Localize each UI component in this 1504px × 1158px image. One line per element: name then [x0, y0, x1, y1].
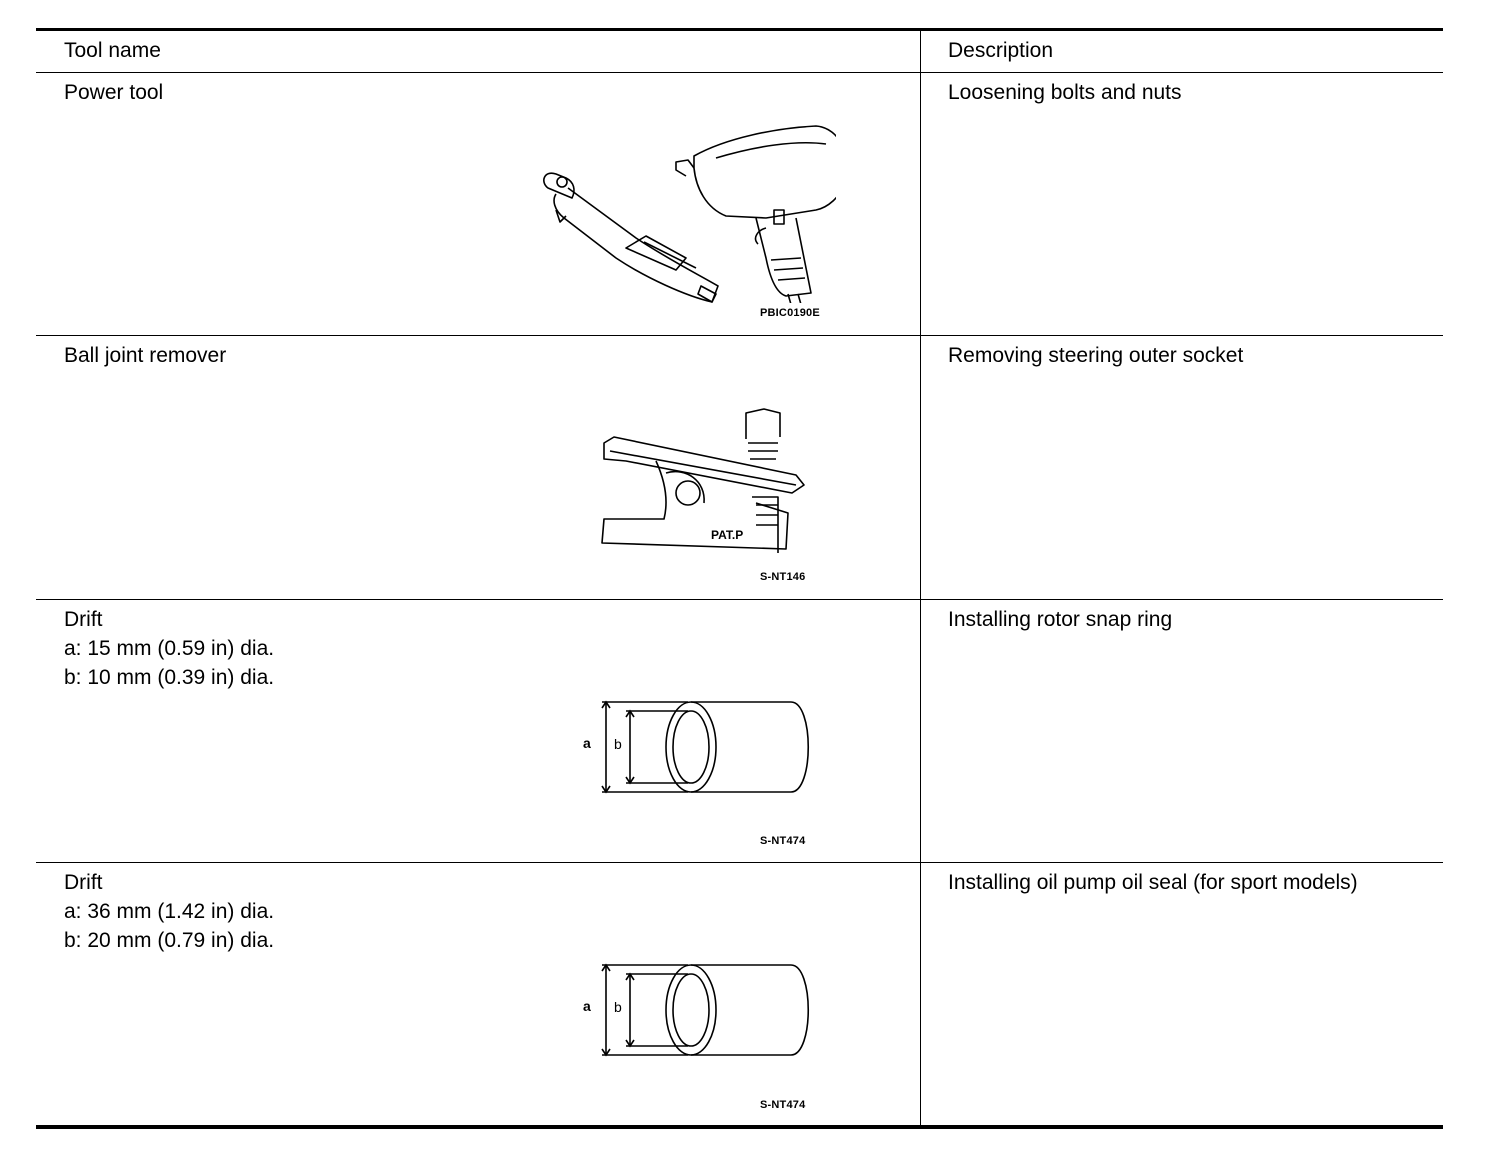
row-divider	[36, 862, 1443, 863]
drift-icon: a b	[583, 700, 810, 794]
header-divider	[36, 72, 1443, 73]
dim-label-a: a	[583, 998, 591, 1014]
figure-code: PBIC0190E	[760, 307, 820, 319]
power-tool-icon	[543, 125, 836, 303]
tool-description: Installing oil pump oil seal (for sport …	[948, 871, 1358, 894]
dim-label-a: a	[583, 735, 591, 751]
row-divider	[36, 335, 1443, 336]
column-divider	[920, 30, 921, 1126]
tool-table: Tool name Description Power tool Looseni…	[36, 28, 1443, 1131]
table-bottom-rule	[36, 1125, 1443, 1129]
dim-label-b: b	[614, 999, 622, 1015]
spec-line: b: 10 mm (0.39 in) dia.	[64, 666, 275, 689]
figure-code: S-NT146	[760, 571, 806, 583]
figure-code: S-NT474	[760, 835, 806, 847]
tool-name: Drift	[64, 871, 103, 894]
drift-icon: a b	[583, 963, 810, 1057]
ball-joint-remover-icon: PAT.P	[601, 408, 805, 553]
header-description: Description	[948, 39, 1054, 62]
row-divider	[36, 599, 1443, 600]
spec-line: a: 36 mm (1.42 in) dia.	[64, 900, 275, 923]
tool-name: Drift	[64, 608, 103, 631]
figure-code: S-NT474	[760, 1099, 806, 1111]
tool-description: Installing rotor snap ring	[948, 608, 1173, 631]
figure-label: PAT.P	[711, 528, 743, 542]
tool-description: Loosening bolts and nuts	[948, 81, 1182, 104]
tool-name: Power tool	[64, 81, 164, 104]
dim-label-b: b	[614, 736, 622, 752]
table-top-rule	[36, 28, 1443, 31]
tool-description: Removing steering outer socket	[948, 344, 1244, 367]
header-tool-name: Tool name	[64, 39, 161, 62]
spec-line: a: 15 mm (0.59 in) dia.	[64, 637, 275, 660]
spec-line: b: 20 mm (0.79 in) dia.	[64, 929, 275, 952]
tool-name: Ball joint remover	[64, 344, 227, 367]
